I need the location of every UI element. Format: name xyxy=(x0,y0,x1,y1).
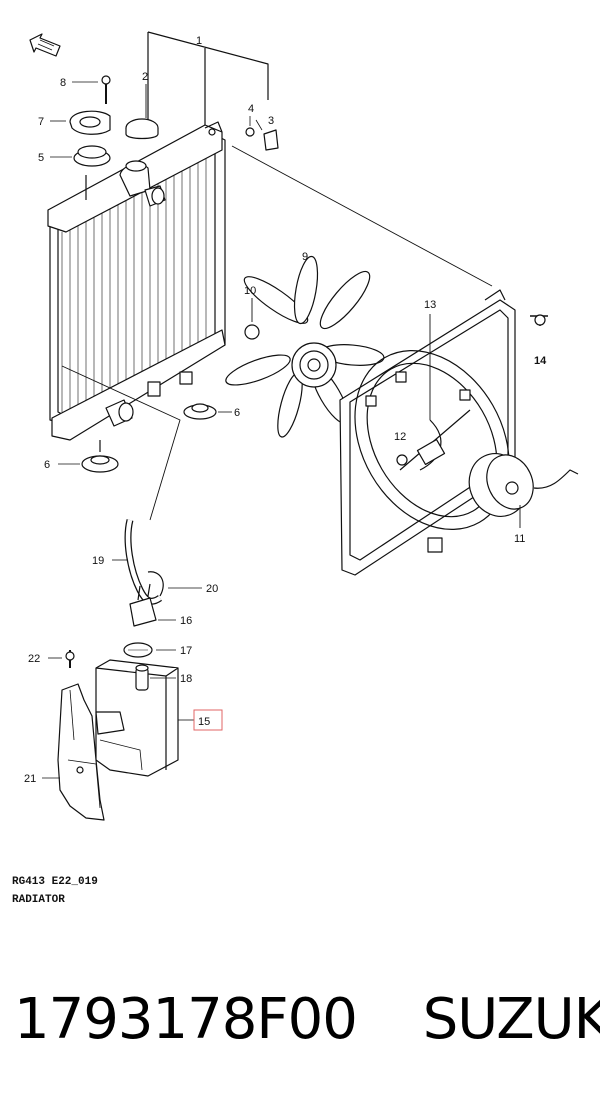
reservoir-tank xyxy=(95,659,179,777)
callout-7: 7 xyxy=(38,116,44,128)
direction-arrow-icon xyxy=(29,33,61,57)
reservoir-bracket xyxy=(57,683,105,821)
callout-21: 21 xyxy=(24,773,36,785)
radiator-exploded-diagram: 1 2 3 4 5 6 6 7 8 9 10 11 12 13 14 15 16… xyxy=(24,31,579,821)
diagram-caption: RADIATOR xyxy=(12,894,65,906)
highlight-box-15[interactable] xyxy=(193,709,223,731)
callout-15[interactable]: 15 xyxy=(198,716,210,728)
callout-11: 11 xyxy=(514,533,525,545)
radiator xyxy=(47,121,226,452)
callout-6b: 6 xyxy=(44,459,50,471)
callout-16: 16 xyxy=(180,615,192,627)
fan-motor xyxy=(468,453,579,528)
callout-labels: 1 2 3 4 5 6 6 7 8 9 10 11 12 13 14 15 16… xyxy=(24,35,547,785)
fan-shroud xyxy=(339,289,516,576)
callout-1: 1 xyxy=(196,35,202,47)
overflow-hose xyxy=(124,519,164,605)
callout-4: 4 xyxy=(248,103,254,115)
callout-10: 10 xyxy=(244,285,256,297)
callout-20: 20 xyxy=(206,583,218,595)
callout-2: 2 xyxy=(142,71,148,83)
callout-9: 9 xyxy=(302,251,308,263)
callout-3: 3 xyxy=(268,115,274,127)
part-footer: 1793178F00 SUZUKI xyxy=(14,980,600,1060)
callout-5: 5 xyxy=(38,152,44,164)
diagram-code: RG413 E22_019 xyxy=(12,876,98,888)
callout-12: 12 xyxy=(394,431,406,443)
callout-22: 22 xyxy=(28,653,40,665)
callout-19: 19 xyxy=(92,555,104,567)
callout-17: 17 xyxy=(180,645,192,657)
brand-name: SUZUKI xyxy=(422,987,600,1052)
callout-18: 18 xyxy=(180,673,192,685)
callout-13: 13 xyxy=(424,299,436,311)
part-number: 1793178F00 xyxy=(14,987,358,1052)
callout-8: 8 xyxy=(60,77,66,89)
callout-14: 14 xyxy=(534,355,547,367)
callout-6a: 6 xyxy=(234,407,240,419)
cooling-fan-blade xyxy=(225,255,385,438)
radiator-cap xyxy=(125,84,159,140)
